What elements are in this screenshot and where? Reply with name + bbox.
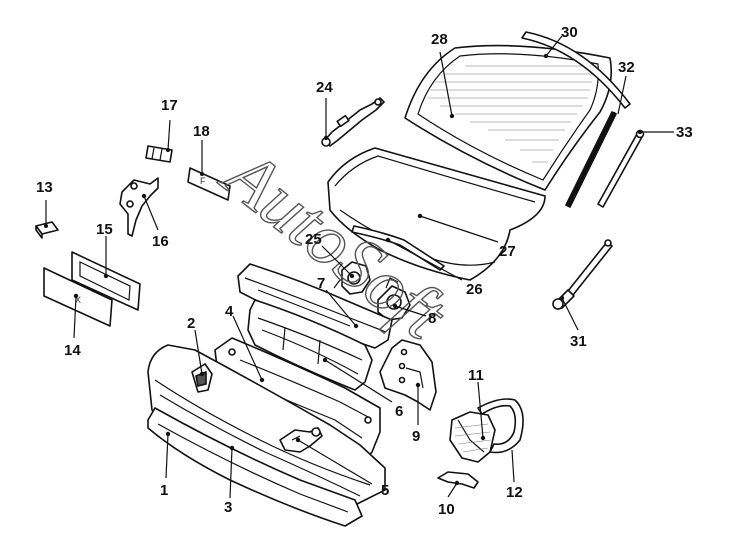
hood-hinge-24: [321, 97, 385, 147]
callout-25: 25: [305, 231, 322, 248]
lamp-gasket-12: [477, 398, 524, 454]
plate-lettering: X: [75, 295, 81, 305]
grille-panel-6: [247, 299, 373, 391]
callout-16: 16: [152, 233, 169, 250]
bumper-mount-5: [279, 427, 323, 453]
callout-3: 3: [224, 499, 232, 516]
license-plate-14: X: [43, 267, 113, 327]
callout-24: 24: [316, 79, 333, 96]
callout-6: 6: [395, 403, 403, 420]
callout-8: 8: [428, 310, 436, 327]
gas-strut-31: [552, 239, 613, 310]
latch-bracket-8: [377, 277, 411, 321]
leader-lines: [44, 35, 674, 499]
hood-cable-26: [351, 225, 445, 271]
callout-33: 33: [676, 124, 693, 141]
callout-26: 26: [466, 281, 483, 298]
callout-27: 27: [499, 243, 516, 260]
gas-strut-33: [597, 129, 645, 208]
license-plate-backing-15: [71, 251, 141, 311]
callout-11: 11: [468, 367, 484, 384]
lamp-clip-10: [437, 471, 479, 489]
callout-4: 4: [225, 303, 234, 320]
upper-panel-7: [237, 263, 393, 349]
windshield-trim-strip: [521, 31, 631, 109]
callout-13: 13: [36, 179, 53, 196]
bumper-lower-strip: [147, 407, 363, 527]
callout-31: 31: [570, 333, 587, 350]
bracket-16: [119, 177, 159, 237]
callout-32: 32: [618, 59, 635, 76]
callout-1: 1: [160, 482, 168, 499]
windshield-part: [404, 44, 613, 191]
callout-9: 9: [412, 428, 420, 445]
side-bracket-9: [379, 339, 437, 411]
callout-7: 7: [317, 275, 325, 292]
callout-15: 15: [96, 221, 113, 238]
callout-labels: 1 2 3 4 5 6 7 8 9 10 11 12 13 14 15 16 1…: [36, 24, 693, 518]
callout-28: 28: [431, 31, 448, 48]
callout-30: 30: [561, 24, 578, 41]
callout-2: 2: [187, 315, 195, 332]
emblem-18: F: [187, 167, 231, 201]
callout-12: 12: [506, 484, 523, 501]
callout-18: 18: [193, 123, 210, 140]
callout-10: 10: [438, 501, 455, 518]
callout-5: 5: [381, 482, 389, 499]
emblem-lettering: F: [200, 176, 206, 186]
turn-signal-lamp-11: [449, 411, 496, 463]
callout-14: 14: [64, 342, 81, 359]
clip-13: [35, 221, 59, 239]
callout-17: 17: [161, 97, 178, 114]
emblem-17: [145, 145, 173, 163]
